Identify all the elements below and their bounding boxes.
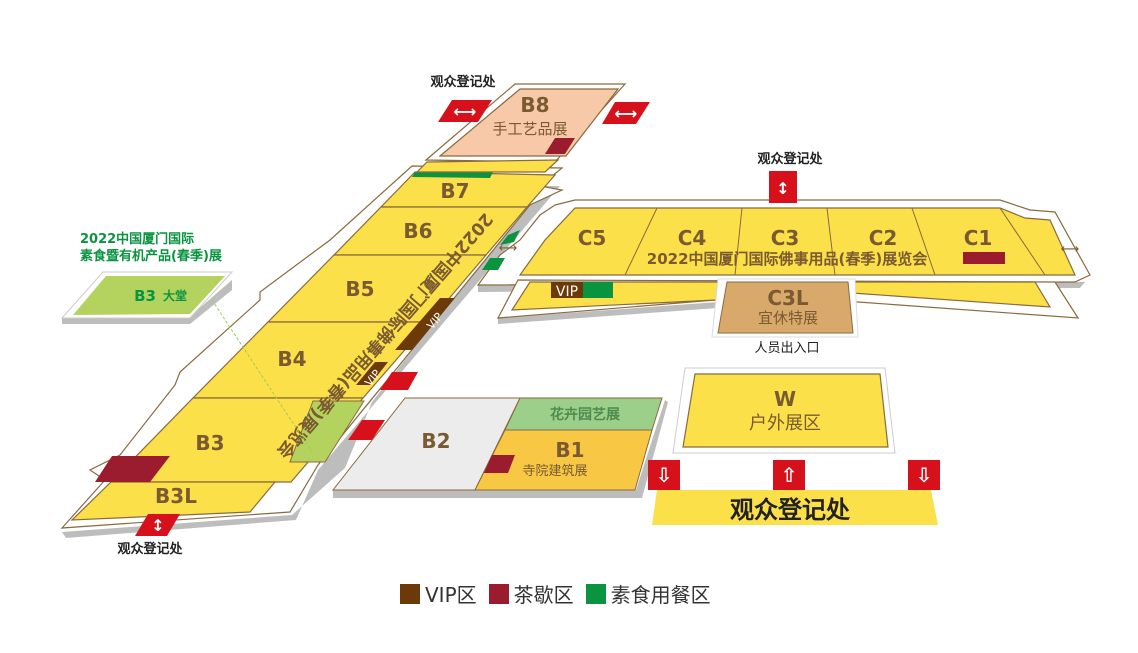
tea-break-area xyxy=(484,455,515,473)
veg-dining-area xyxy=(500,230,520,245)
label-c3l: C3L xyxy=(767,286,809,310)
label-c1: C1 xyxy=(964,226,993,250)
c-divider xyxy=(911,207,936,276)
lobby-shadow xyxy=(62,280,232,324)
label-b4: B4 xyxy=(277,347,306,371)
label-b1: B1 xyxy=(555,438,584,462)
entrance-arrow-left[interactable] xyxy=(438,100,492,122)
arrow-down-icon: ⇩ xyxy=(916,463,933,487)
veg-dining-area xyxy=(482,258,505,270)
double-arrow-icon: ⟷ xyxy=(615,104,638,123)
registration-label-c: 观众登记处 xyxy=(757,151,823,167)
c-divider xyxy=(826,207,836,276)
double-arrow-icon: ↕ xyxy=(776,179,789,198)
veg-dining-area xyxy=(412,172,493,178)
c-divider xyxy=(999,207,1046,276)
hall-b3l[interactable] xyxy=(70,481,277,521)
tea-break-area xyxy=(963,252,1005,264)
legend-swatch xyxy=(585,583,606,604)
arrow-up-icon: ⇧ xyxy=(781,463,798,487)
double-arrow-icon: ↕ xyxy=(151,516,164,535)
veg-expo-title-line1: 2022中国厦门国际 xyxy=(80,231,194,247)
label-c3l-name: 宜休特展 xyxy=(758,309,818,327)
entrance-arrow-down[interactable] xyxy=(648,460,680,490)
c-divider xyxy=(734,207,743,276)
legend: VIP区 茶歇区 素食用餐区 xyxy=(400,579,711,608)
legend-swatch xyxy=(400,583,420,604)
label-b3: B3 xyxy=(195,431,224,455)
veg-expo-title-line2: 素食暨有机产品(春季)展 xyxy=(80,248,223,264)
vip-area xyxy=(551,282,583,298)
label-lobby-code: B3 xyxy=(134,287,156,305)
registration-label-bottom-left: 观众登记处 xyxy=(117,541,183,557)
passage-arrow-icon: ⟷ xyxy=(1061,242,1080,257)
hall-c3l[interactable] xyxy=(717,281,854,334)
c-hall[interactable] xyxy=(518,207,1076,276)
staff-entrance-label: 人员出入口 xyxy=(754,341,819,356)
passage-arrow-icon: ⟷ xyxy=(499,241,518,256)
legend-label: 茶歇区 xyxy=(513,583,574,607)
double-arrow-icon: ⟷ xyxy=(454,102,477,121)
entrance-arrow-c[interactable] xyxy=(769,171,797,203)
label-b8-name: 手工艺品展 xyxy=(492,120,567,138)
legend-item-veg: 素食用餐区 xyxy=(585,579,711,608)
vip-area xyxy=(395,298,455,350)
label-b5: B5 xyxy=(345,277,374,301)
veg-dining-area xyxy=(583,282,613,298)
label-w: W xyxy=(774,387,796,411)
entrance-arrow[interactable] xyxy=(380,372,418,390)
label-b8: B8 xyxy=(520,93,549,117)
label-c3: C3 xyxy=(771,226,800,250)
entrance-arrow-bottom-left[interactable] xyxy=(135,514,180,536)
label-c2: C2 xyxy=(869,226,898,250)
main-registration-label: 观众登记处 xyxy=(730,496,850,524)
lobby-connector-line xyxy=(211,299,313,453)
legend-item-tea: 茶歇区 xyxy=(488,579,574,608)
label-b6: B6 xyxy=(403,219,432,243)
label-flower: 花卉园艺展 xyxy=(550,406,620,423)
registration-label-b8: 观众登记处 xyxy=(430,74,496,90)
legend-label: 素食用餐区 xyxy=(610,583,711,607)
main-registration-area[interactable] xyxy=(652,490,938,525)
label-b7: B7 xyxy=(440,179,469,203)
entrance-arrow-up[interactable] xyxy=(773,460,805,490)
entrance-arrow-down[interactable] xyxy=(908,460,940,490)
arrow-down-icon: ⇩ xyxy=(656,463,673,487)
label-w-name: 户外展区 xyxy=(749,413,821,434)
c-divider xyxy=(624,207,658,276)
b8-corridor xyxy=(415,159,560,173)
tea-break-area xyxy=(545,138,575,154)
legend-swatch xyxy=(488,583,509,604)
hall-b3-lobby[interactable] xyxy=(73,276,225,315)
legend-item-vip: VIP区 xyxy=(400,579,477,608)
label-c5: C5 xyxy=(578,226,607,250)
label-b3l: B3L xyxy=(155,484,197,508)
entrance-arrow-right[interactable] xyxy=(602,102,650,124)
tea-break-area xyxy=(95,456,170,482)
label-b1-name: 寺院建筑展 xyxy=(522,463,587,479)
label-lobby-name: 大堂 xyxy=(163,288,187,303)
hall-w[interactable] xyxy=(682,373,889,448)
label-c4: C4 xyxy=(678,226,707,250)
label-b2: B2 xyxy=(421,429,450,453)
legend-label: VIP区 xyxy=(425,583,477,607)
c-lower-shadow xyxy=(498,302,718,324)
hall-b1[interactable] xyxy=(474,429,653,491)
vip-label: VIP xyxy=(556,284,578,300)
c-hall-title: 2022中国厦门国际佛事用品(春季)展览会 xyxy=(647,250,927,268)
entrance-arrow[interactable] xyxy=(348,420,385,440)
vip-area xyxy=(356,362,388,385)
